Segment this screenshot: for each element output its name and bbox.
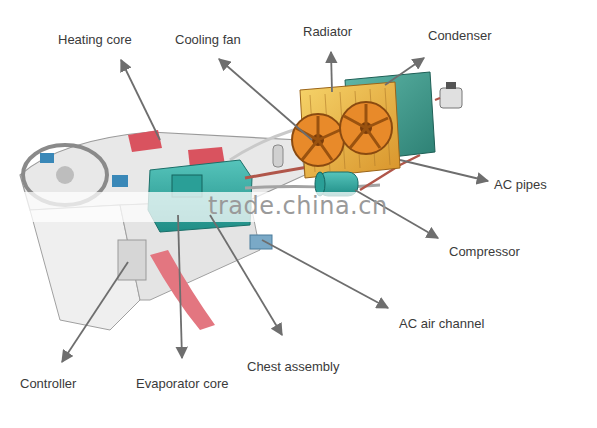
part-label: Controller (20, 376, 76, 392)
part-label: Compressor (449, 244, 520, 260)
part-label: Cooling fan (175, 32, 241, 48)
part-label: Radiator (303, 24, 352, 40)
part-label: AC pipes (494, 177, 547, 193)
part-label: Heating core (58, 32, 132, 48)
part-label: AC air channel (399, 316, 484, 332)
part-label: Condenser (428, 28, 492, 44)
watermark: trade.china.cn (208, 192, 388, 220)
part-label: Evaporator core (136, 376, 229, 392)
part-label: Chest assembly (247, 359, 339, 375)
